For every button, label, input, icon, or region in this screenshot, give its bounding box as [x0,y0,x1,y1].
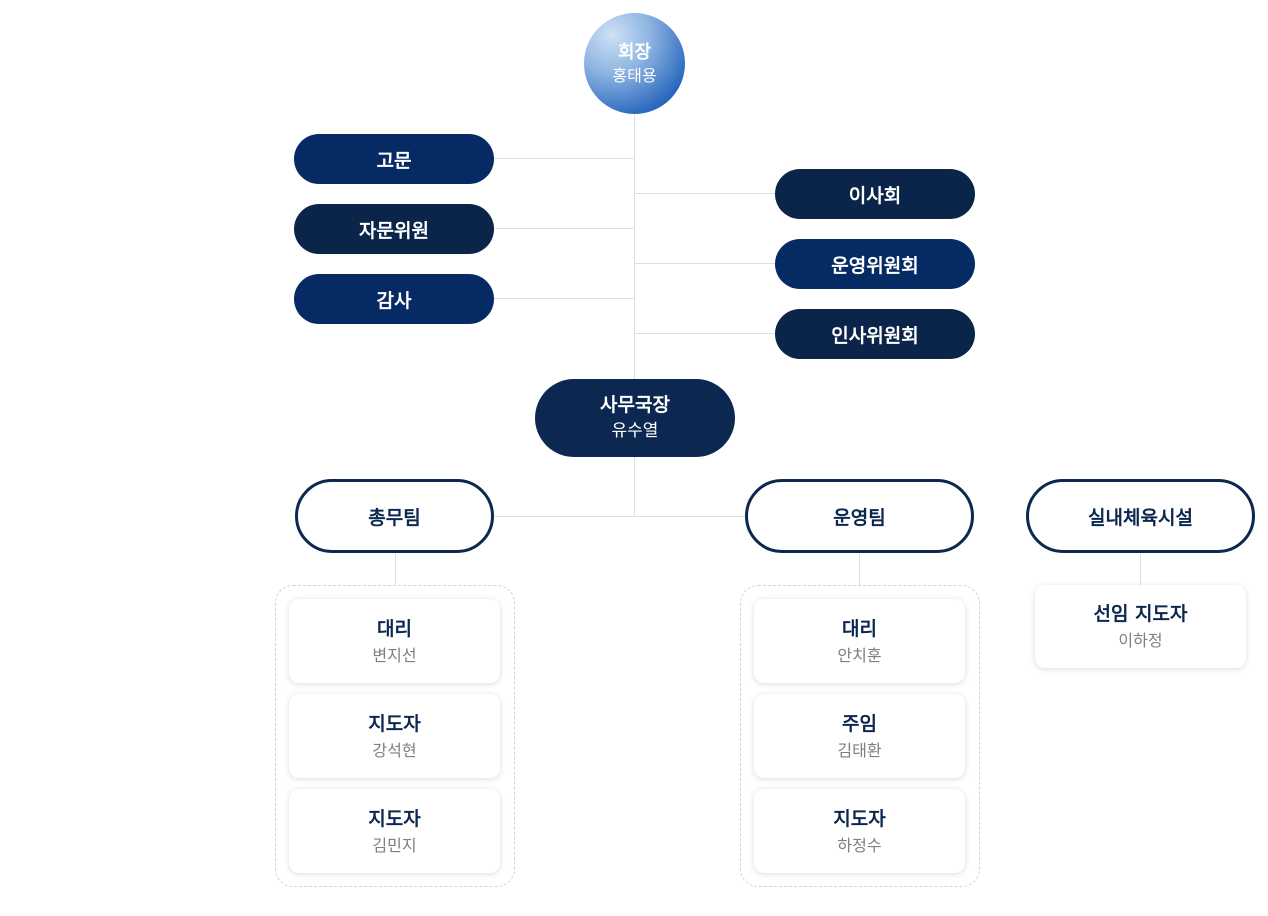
member-card: 선임 지도자 이하정 [1035,585,1246,668]
member-title: 지도자 [368,807,421,830]
trunk-line [634,114,635,517]
team-general-affairs: 총무팀 [295,479,494,553]
connector-team-horizontal [494,516,746,517]
member-title: 지도자 [368,712,421,735]
connector-team1-down [395,554,396,585]
connector-personnel-committee [635,333,775,334]
member-name: 김민지 [372,835,417,855]
member-card: 대리 안치훈 [754,599,965,683]
member-name: 강석현 [372,740,417,760]
connector-advisor [494,158,634,159]
team-operations: 운영팀 [745,479,974,553]
member-name: 김태환 [837,740,882,760]
chairman-name: 홍태용 [612,65,657,85]
member-title: 대리 [842,617,877,640]
member-title: 선임 지도자 [1093,603,1188,625]
connector-board [635,193,775,194]
auditor-node: 감사 [294,274,494,324]
member-name: 하정수 [837,835,882,855]
connector-advisory-member [494,228,634,229]
secretary-general-node: 사무국장 유수열 [535,379,735,457]
secretary-general-name: 유수열 [611,421,659,441]
advisory-member-node: 자문위원 [294,204,494,254]
team-operations-members [740,585,980,887]
member-title: 지도자 [833,807,886,830]
member-name: 안치훈 [837,645,882,665]
member-card: 지도자 하정수 [754,789,965,873]
chairman-node: 회장 홍태용 [584,13,685,114]
connector-team3-down [1140,554,1141,585]
personnel-committee-node: 인사위원회 [775,309,975,359]
advisor-node: 고문 [294,134,494,184]
member-card: 지도자 강석현 [289,694,500,778]
operation-committee-node: 운영위원회 [775,239,975,289]
member-name: 이하정 [1118,631,1163,650]
member-title: 대리 [377,617,412,640]
team-indoor-facility: 실내체육시설 [1026,479,1255,553]
connector-operation-committee [635,263,775,264]
member-card: 주임 김태환 [754,694,965,778]
team-general-affairs-members [275,585,515,887]
chairman-title: 회장 [617,41,652,63]
member-name: 변지선 [372,645,417,665]
connector-auditor [494,298,634,299]
member-title: 주임 [842,712,877,735]
board-node: 이사회 [775,169,975,219]
member-card: 지도자 김민지 [289,789,500,873]
secretary-general-title: 사무국장 [600,394,670,416]
member-card: 대리 변지선 [289,599,500,683]
connector-team2-down [859,554,860,585]
